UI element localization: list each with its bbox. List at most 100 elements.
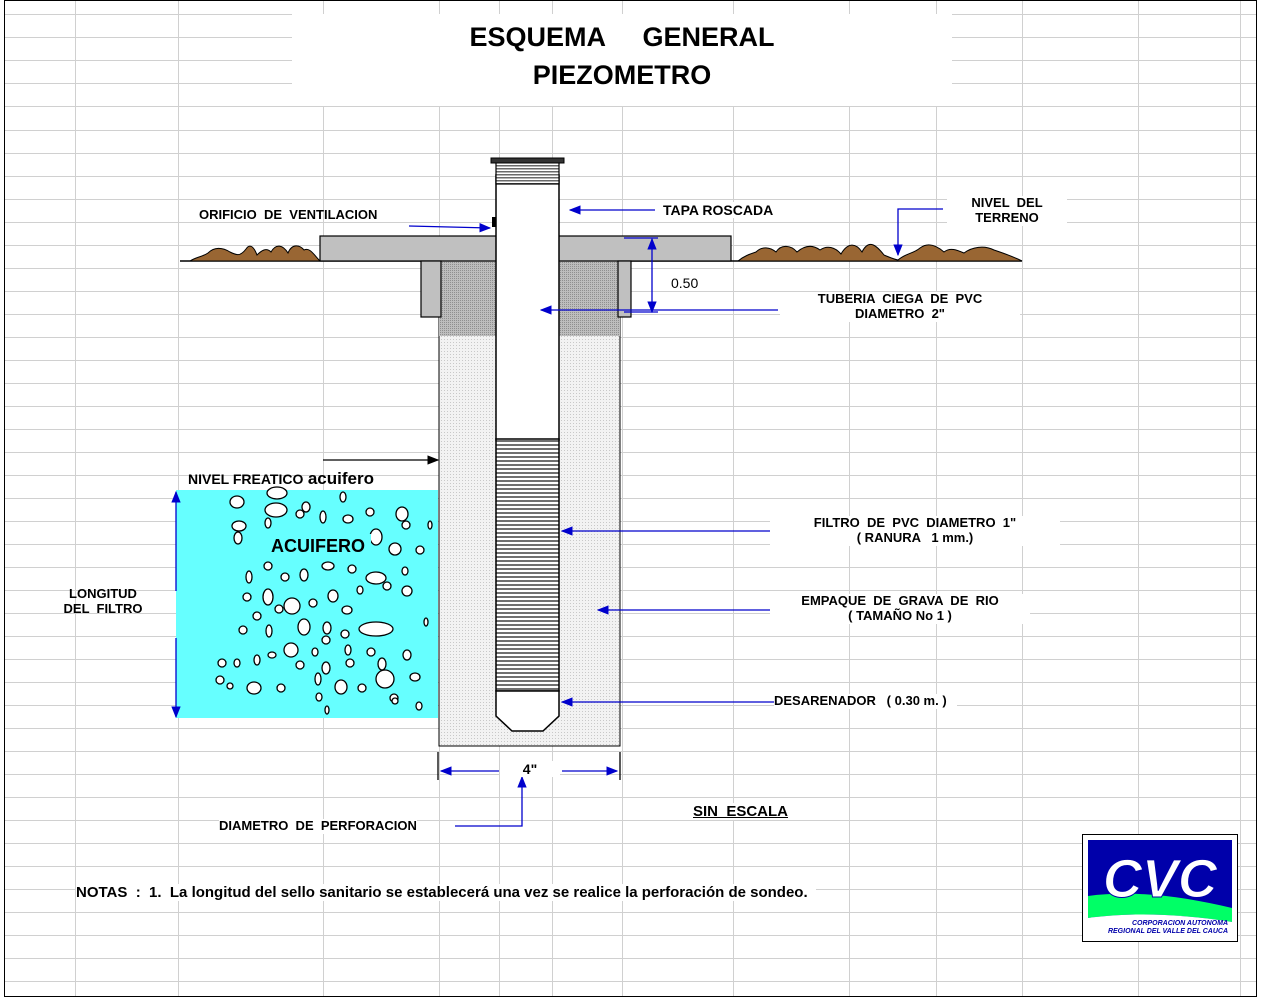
pebble	[409, 672, 421, 682]
pebble	[295, 509, 305, 519]
label-acuifero: ACUIFERO	[265, 534, 371, 559]
slotted-filter	[495, 438, 560, 692]
pebble	[311, 647, 319, 657]
concrete-footing-right	[617, 260, 632, 318]
pebble	[231, 520, 247, 532]
label-nivel-terreno: NIVEL DEL TERRENO	[947, 195, 1067, 226]
vent-hole	[492, 217, 496, 227]
pebble	[314, 672, 322, 686]
threaded-cap	[490, 157, 565, 164]
label-longitud-2: DEL FILTRO	[63, 600, 143, 616]
pebble	[401, 566, 409, 576]
pebble	[357, 683, 367, 693]
pebble	[365, 507, 375, 517]
pebble	[321, 635, 331, 645]
title-line-2: PIEZOMETRO	[532, 60, 712, 90]
label-sin-escala: SIN ESCALA	[685, 803, 797, 821]
label-tuberia: TUBERIA CIEGA DE PVC DIAMETRO 2"	[780, 291, 1020, 322]
pebble	[415, 545, 425, 555]
pebble	[266, 486, 288, 500]
pebble	[315, 692, 323, 702]
label-filtro-2: ( RANURA 1 mm.)	[856, 529, 974, 545]
pebble	[324, 705, 330, 715]
sand-trap	[495, 690, 560, 732]
pebble	[402, 649, 412, 661]
pebble	[233, 531, 243, 545]
pebble	[401, 585, 413, 597]
pebble	[246, 681, 262, 695]
cvc-logo-line2: REGIONAL DEL VALLE DEL CAUCA	[1108, 928, 1228, 935]
label-empaque: EMPAQUE DE GRAVA DE RIO ( TAMAÑO No 1 )	[770, 593, 1030, 624]
pebble	[263, 561, 273, 571]
cvc-logo-line1: CORPORACION AUTONOMA	[1132, 920, 1228, 927]
pebble	[382, 581, 392, 591]
pebble	[264, 517, 272, 529]
aquifer-zone	[176, 490, 438, 718]
label-nivel-terreno-1: NIVEL DEL	[971, 195, 1043, 210]
pebble	[334, 679, 348, 695]
pebble	[388, 542, 402, 556]
title-line-1: ESQUEMA GENERAL	[469, 22, 775, 52]
pebble	[242, 592, 252, 602]
title-box: ESQUEMA GENERAL PIEZOMETRO	[292, 14, 952, 106]
pebble	[377, 657, 387, 671]
pipe-threads	[495, 161, 560, 185]
pebble	[215, 675, 225, 685]
pebble	[226, 682, 234, 690]
pebble	[262, 588, 274, 606]
pebble	[339, 491, 347, 503]
cvc-logo: CVC CORPORACION AUTONOMA REGIONAL DEL VA…	[1082, 834, 1238, 942]
cvc-logo-text: CVC	[1103, 849, 1218, 909]
label-longitud-1: LONGITUD	[69, 586, 137, 601]
pebble	[299, 568, 309, 582]
pebble	[217, 658, 227, 668]
pebble	[280, 572, 290, 582]
pebble	[369, 528, 383, 546]
pebble	[274, 604, 284, 614]
label-diametro-perforacion: DIAMETRO DE PERFORACION	[219, 818, 417, 834]
pebble	[283, 642, 299, 658]
pebble	[233, 658, 241, 668]
pebble	[321, 661, 331, 675]
pebble	[229, 495, 245, 509]
pebble	[321, 561, 335, 571]
label-filtro-1: FILTRO DE PVC DIAMETRO 1"	[813, 515, 1017, 530]
label-empaque-2: ( TAMAÑO No 1 )	[848, 607, 952, 623]
pebble	[365, 571, 387, 585]
pebble	[327, 589, 339, 603]
pebble	[356, 585, 364, 595]
label-tuberia-2: DIAMETRO 2"	[855, 305, 945, 321]
pebble	[319, 510, 327, 524]
soil-mounds-left	[188, 245, 322, 262]
label-nivel-freatico-main: NIVEL FREATICO	[188, 471, 304, 487]
notes-text: NOTAS : 1. La longitud del sello sanitar…	[76, 884, 816, 902]
soil-mounds-right	[736, 243, 1023, 262]
pebble	[276, 683, 286, 693]
aquifer-pebbles	[215, 486, 433, 715]
pebble	[415, 701, 423, 711]
pebble	[297, 618, 311, 636]
pebble	[345, 658, 355, 668]
pebble	[245, 570, 253, 584]
label-acuifero-word: acuifero	[307, 469, 374, 488]
pebble	[267, 651, 277, 659]
concrete-footing-left	[420, 260, 442, 318]
pebble	[322, 621, 332, 635]
pebble	[342, 514, 354, 524]
label-050: 0.50	[671, 275, 699, 291]
label-tuberia-1: TUBERIA CIEGA DE PVC	[817, 291, 983, 306]
pebble	[395, 506, 409, 522]
pebble	[375, 669, 395, 689]
pebble	[366, 647, 376, 657]
pebble	[423, 617, 429, 627]
pebble	[347, 564, 357, 574]
pebble	[308, 598, 318, 608]
label-nivel-terreno-2: TERRENO	[975, 209, 1039, 225]
pebble	[265, 624, 273, 638]
pebble	[401, 520, 411, 530]
pebble	[238, 625, 248, 635]
pebble	[358, 621, 394, 637]
label-desarenador: DESARENADOR ( 0.30 m. )	[774, 693, 957, 709]
